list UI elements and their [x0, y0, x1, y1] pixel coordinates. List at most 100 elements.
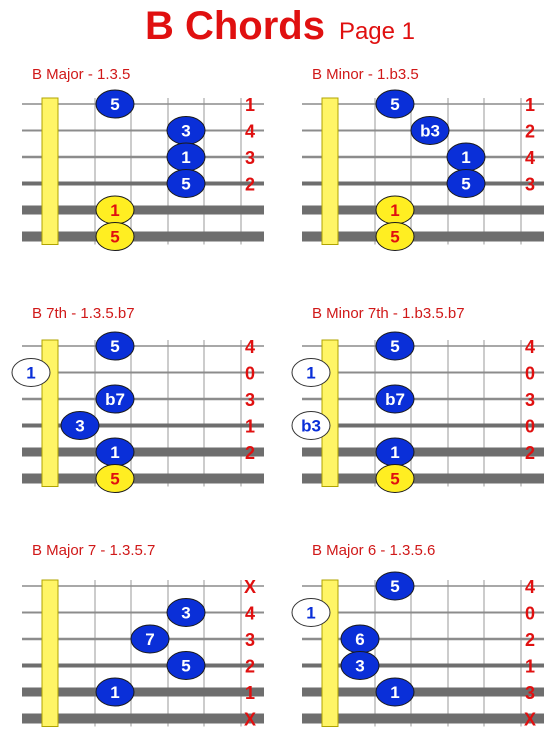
note-ellipse	[95, 89, 135, 119]
note-ellipse	[375, 464, 415, 493]
finger-number: 2	[245, 443, 255, 463]
note-ellipse	[375, 222, 415, 251]
note-label: 5	[110, 228, 119, 247]
finger-number: 1	[525, 95, 535, 115]
note-marker-yellow: 5	[375, 222, 415, 251]
note-marker-blue: 6	[340, 624, 380, 654]
note-marker-blue: 5	[375, 331, 415, 361]
note-label: 5	[461, 175, 470, 194]
note-marker-blue: 1	[95, 677, 135, 707]
note-label: 5	[390, 470, 399, 489]
finger-number: 1	[245, 417, 255, 437]
note-ellipse	[291, 411, 331, 440]
note-marker-white: 1	[291, 358, 331, 387]
note-marker-blue: 1	[95, 437, 135, 467]
finger-number: 2	[525, 443, 535, 463]
note-ellipse	[410, 116, 450, 145]
note-ellipse	[166, 598, 206, 627]
finger-number: 4	[245, 337, 255, 357]
finger-number: 3	[245, 390, 255, 410]
finger-number: 1	[245, 95, 255, 115]
note-marker-blue: 3	[166, 598, 206, 627]
note-marker-yellow: 5	[95, 464, 135, 493]
note-label: 1	[26, 364, 35, 383]
finger-number: 4	[525, 148, 535, 168]
note-label: 1	[110, 683, 119, 702]
finger-number: 1	[525, 657, 535, 677]
note-marker-yellow: 1	[375, 195, 415, 225]
note-label: 5	[110, 470, 119, 489]
note-marker-blue: 5	[95, 331, 135, 361]
chord-title: B 7th - 1.3.5.b7	[32, 305, 135, 322]
note-ellipse	[95, 677, 135, 707]
note-label: 5	[181, 175, 190, 194]
note-label: 1	[461, 148, 470, 167]
note-marker-blue: 5	[166, 169, 206, 198]
note-marker-blue: b7	[375, 384, 415, 414]
note-marker-yellow: 5	[95, 222, 135, 251]
note-marker-blue: 3	[340, 651, 380, 680]
muted-string-label: X	[244, 577, 256, 597]
chord-title: B Major - 1.3.5	[32, 66, 130, 83]
note-label: 3	[355, 657, 364, 676]
chord-title: B Major 6 - 1.3.5.6	[312, 542, 435, 559]
note-marker-blue: 1	[375, 677, 415, 707]
note-marker-blue: 3	[166, 116, 206, 145]
finger-number: 0	[525, 364, 535, 384]
note-label: 1	[306, 364, 315, 383]
note-ellipse	[11, 358, 51, 387]
muted-string-label: X	[244, 710, 256, 730]
finger-number: 0	[245, 364, 255, 384]
chord-title: B Minor - 1.b3.5	[312, 66, 419, 83]
note-marker-blue: 1	[166, 142, 206, 172]
finger-number: 0	[525, 417, 535, 437]
note-marker-white: 1	[291, 598, 331, 627]
note-label: 1	[110, 443, 119, 462]
nut	[41, 97, 59, 245]
note-label: 1	[390, 201, 399, 220]
finger-number: 3	[525, 390, 535, 410]
finger-number: 3	[525, 683, 535, 703]
note-ellipse	[375, 571, 415, 601]
nut	[41, 579, 59, 727]
note-label: b3	[420, 122, 440, 141]
note-label: 5	[390, 228, 399, 247]
finger-number: 0	[525, 604, 535, 624]
note-marker-blue: 1	[446, 142, 486, 172]
note-ellipse	[95, 464, 135, 493]
note-label: b7	[105, 390, 125, 409]
note-marker-blue: 5	[166, 651, 206, 680]
note-ellipse	[95, 222, 135, 251]
note-marker-yellow: 5	[375, 464, 415, 493]
page-subtitle: Page 1	[338, 18, 416, 45]
finger-number: 3	[525, 175, 535, 195]
note-marker-blue: 5	[446, 169, 486, 198]
finger-number: 2	[245, 657, 255, 677]
note-label: 5	[181, 657, 190, 676]
note-ellipse	[95, 331, 135, 361]
note-label: 7	[145, 630, 154, 649]
note-marker-blue: b3	[410, 116, 450, 145]
finger-number: 2	[245, 175, 255, 195]
note-marker-blue: b7	[95, 384, 135, 414]
note-ellipse	[166, 651, 206, 680]
note-ellipse	[375, 677, 415, 707]
note-label: 1	[306, 604, 315, 623]
finger-number: 3	[245, 148, 255, 168]
note-ellipse	[166, 169, 206, 198]
note-label: 6	[355, 630, 364, 649]
note-marker-blue: 3	[60, 411, 100, 440]
finger-number: 1	[245, 683, 255, 703]
note-ellipse	[291, 598, 331, 627]
finger-number: 4	[525, 337, 535, 357]
note-ellipse	[95, 384, 135, 414]
note-ellipse	[291, 358, 331, 387]
note-label: 5	[390, 577, 399, 596]
finger-number: 3	[245, 630, 255, 650]
finger-number: 4	[525, 577, 535, 597]
note-label: 3	[75, 417, 84, 436]
